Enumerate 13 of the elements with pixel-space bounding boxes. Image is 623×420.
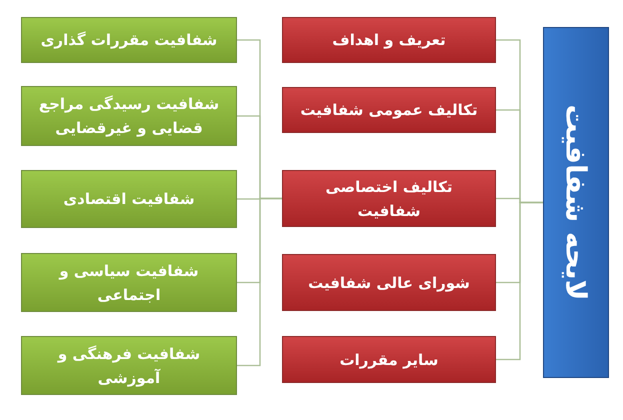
subtopic-box: شفافیت رسیدگی مراجع قضایی و غیرقضایی	[21, 86, 237, 146]
subtopic-box: شفافیت اقتصادی	[21, 170, 237, 228]
topic-box: شورای عالی شفافیت	[282, 254, 496, 311]
subtopic-box: شفافیت سیاسی و اجتماعی	[21, 253, 237, 312]
connector-line	[237, 198, 282, 366]
topic-box: تعریف و اهداف	[282, 17, 496, 63]
subtopic-box: شفافیت فرهنگی و آموزشی	[21, 336, 237, 395]
topic-box: تکالیف اختصاصی شفافیت	[282, 170, 496, 227]
subtopic-box: شفافیت مقررات گذاری	[21, 17, 237, 63]
connector-line	[496, 202, 543, 360]
topic-box: سایر مقررات	[282, 336, 496, 383]
topic-box: تکالیف عمومی شفافیت	[282, 87, 496, 133]
title-box: لایحه شفافیت	[543, 27, 609, 378]
